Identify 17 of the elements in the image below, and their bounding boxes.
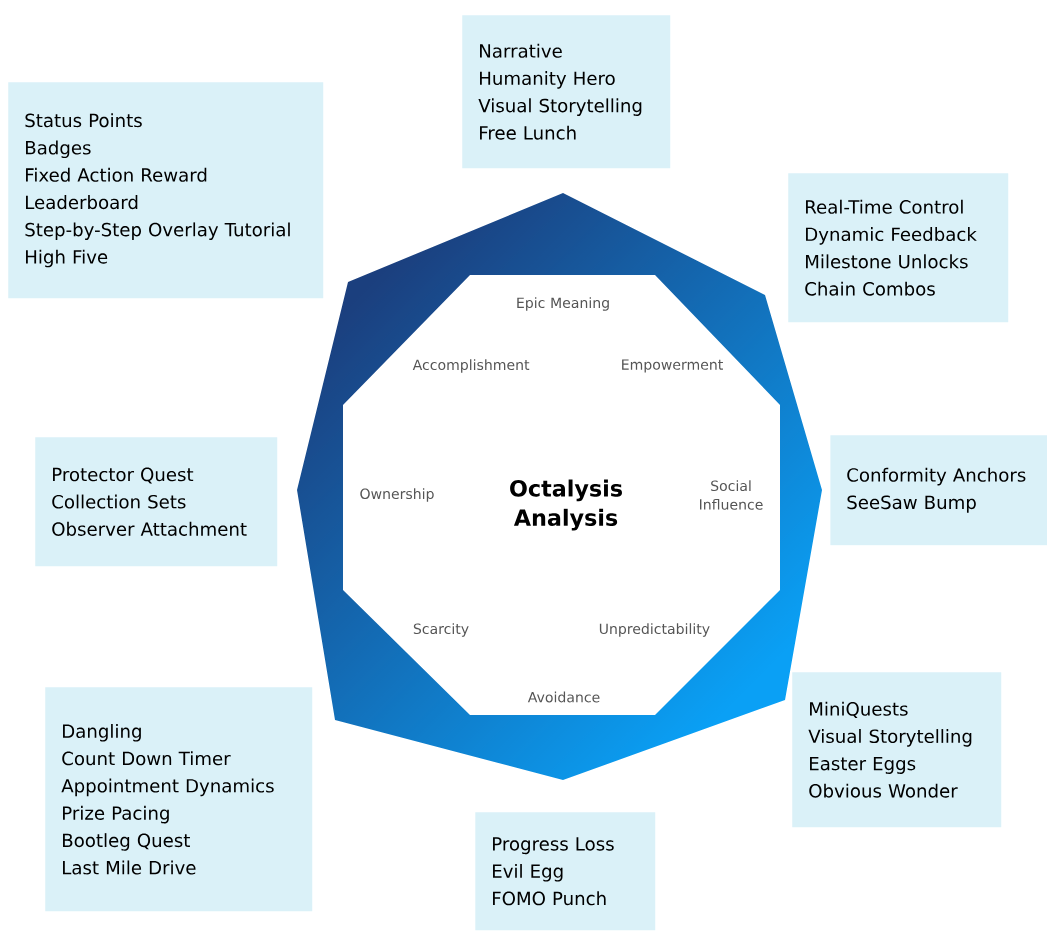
technique-box: Conformity Anchors SeeSaw Bump [830, 435, 1047, 546]
core-drive-label: Avoidance [527, 691, 600, 703]
core-drive-label: Social Influence [700, 480, 763, 510]
core-drive-label: Unpredictability [599, 623, 710, 637]
core-drive-label: Ownership [360, 488, 434, 502]
center-title: Octalysis Analysis [510, 479, 622, 531]
technique-box: Progress Loss Evil Egg FOMO Punch [475, 812, 656, 931]
technique-box: Dangling Count Down Timer Appointment Dynamics Prize Pacing Bootleg Quest Last Mile Drive [45, 687, 313, 912]
core-drive-label: Empowerment [622, 359, 723, 373]
technique-box: Real-Time Control Dynamic Feedback Milestone Unlocks Chain Combos [788, 173, 1009, 323]
core-drive-label: Epic Meaning [517, 297, 609, 311]
technique-box: Status Points Badges Fixed Action Reward Leaderboard Step-by-Step Overlay Tutorial High Five [8, 82, 324, 299]
technique-box: MiniQuests Visual Storytelling Easter Eggs Obvious Wonder [792, 672, 1002, 828]
technique-box: Protector Quest Collection Sets Observer Attachment [35, 437, 278, 567]
core-drive-label: Scarcity [413, 623, 469, 637]
technique-box: Narrative Humanity Hero Visual Storytelling Free Lunch [462, 15, 671, 169]
core-drive-label: Accomplishment [412, 359, 530, 373]
